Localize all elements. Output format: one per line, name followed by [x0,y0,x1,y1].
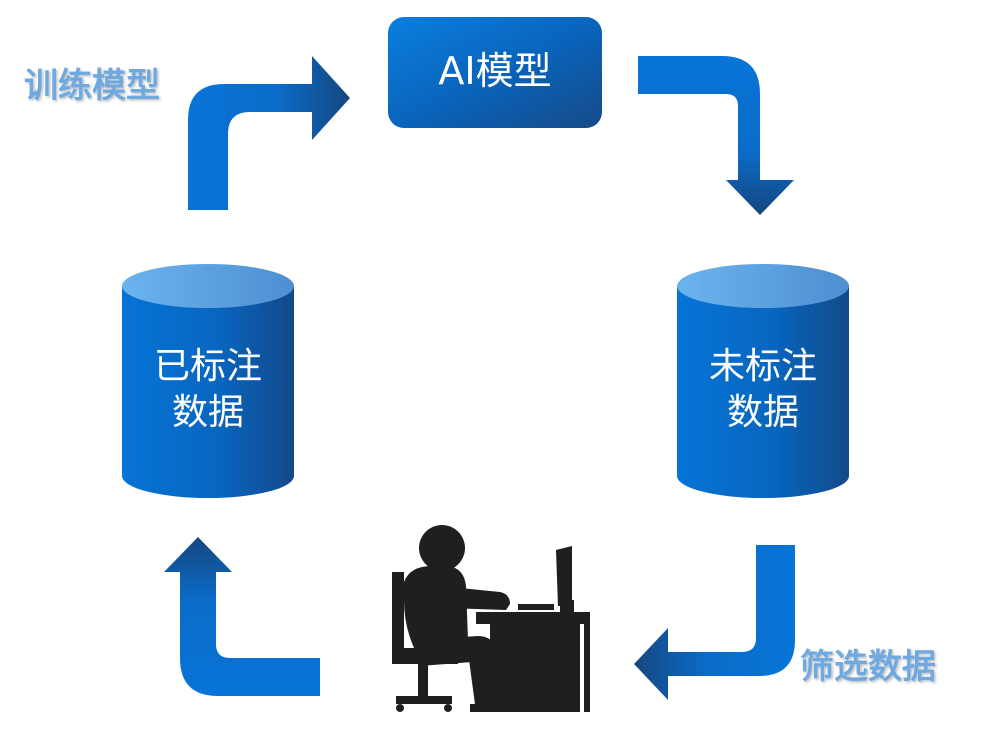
to-labeled-arrow [164,537,320,696]
person-at-desk-icon [392,525,590,712]
filter-data-label: 筛选数据 [800,647,936,687]
filter-data-arrow [634,545,795,700]
unlabeled-data-cylinder: 未标注 数据 [677,264,849,498]
labeled-data-cylinder: 已标注 数据 [122,264,294,498]
train-model-label: 训练模型 [24,66,160,106]
unlabeled-data-label-line1: 未标注 [709,346,817,387]
to-unlabeled-arrow [638,56,794,215]
unlabeled-data-label-line2: 数据 [727,392,799,433]
ai-model-label: AI模型 [438,49,551,93]
labeled-data-label-line2: 数据 [172,392,244,433]
labeled-data-label-line1: 已标注 [154,346,262,387]
train-model-arrow [188,56,350,210]
ai-model-box: AI模型 [388,17,602,128]
